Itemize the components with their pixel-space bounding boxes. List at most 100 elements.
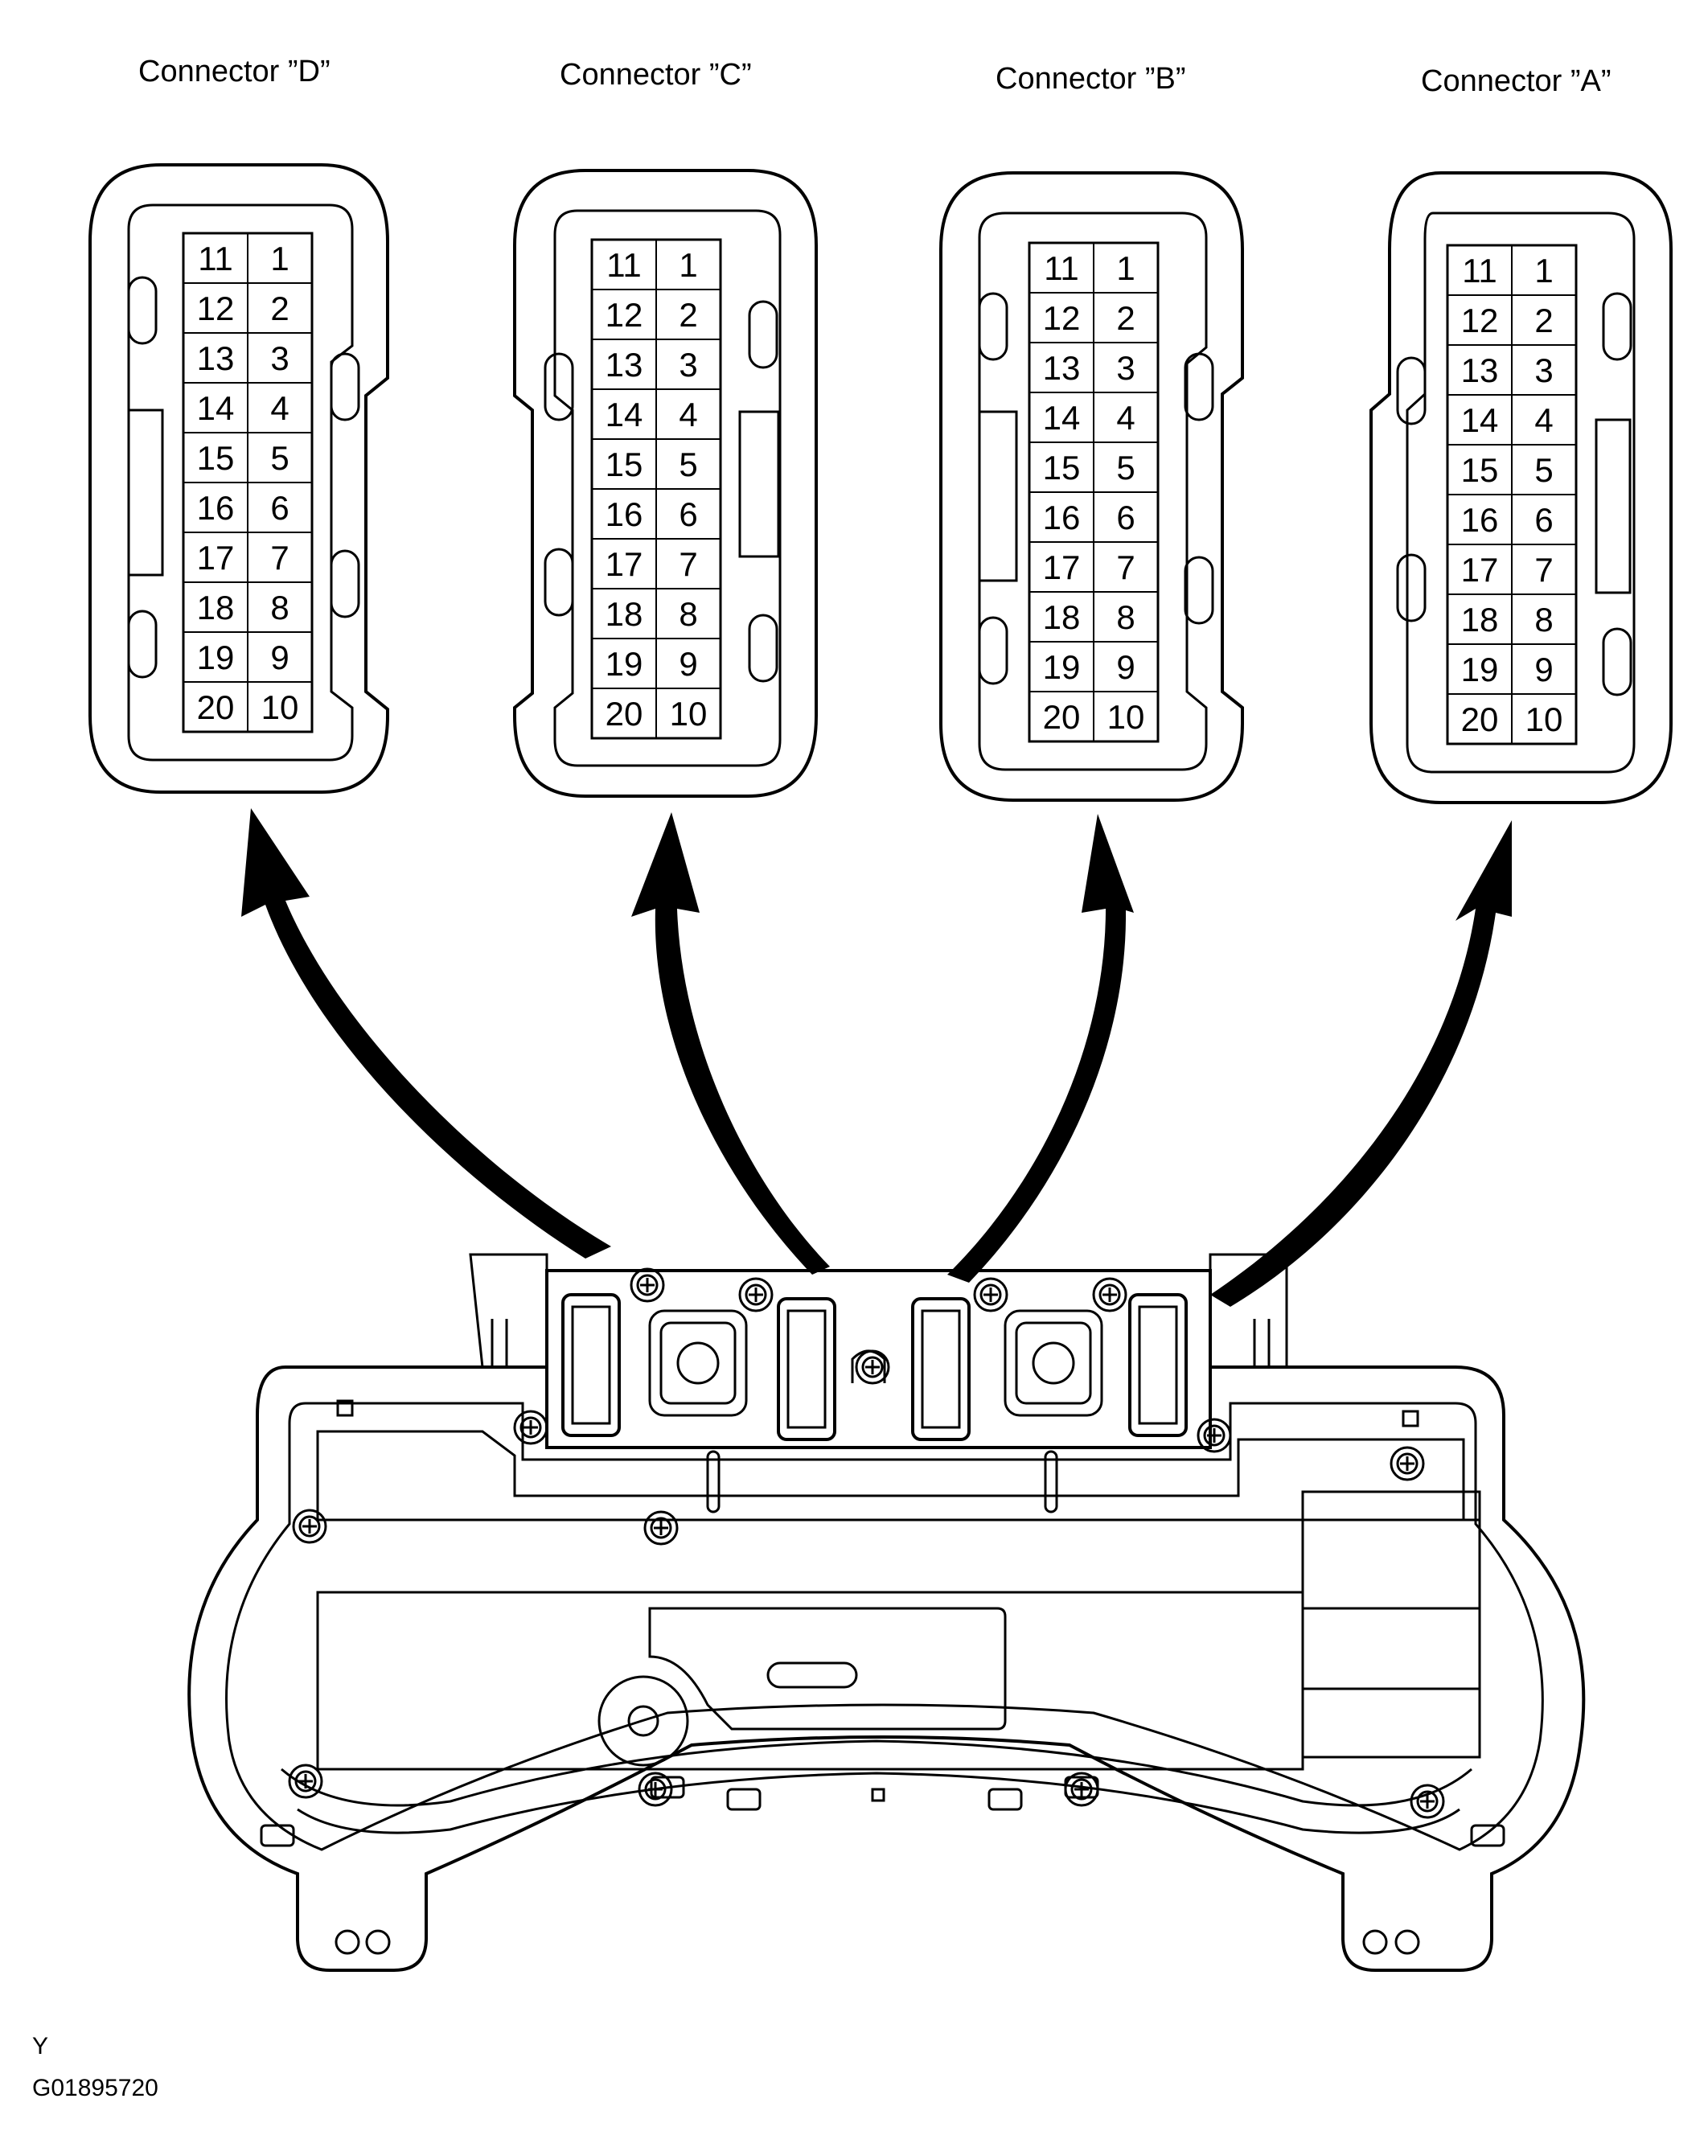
pin-number: 8 <box>270 589 289 626</box>
pin-number: 6 <box>679 495 697 533</box>
pin-number: 13 <box>197 339 235 377</box>
pin-number: 11 <box>606 246 642 284</box>
pin-number: 19 <box>606 645 643 683</box>
pin-number: 1 <box>1534 252 1553 290</box>
pin-number: 18 <box>1043 598 1081 636</box>
screw-icon <box>855 1349 890 1385</box>
connector-c-title: Connector ”C” <box>560 58 752 92</box>
screw-icon <box>513 1410 548 1445</box>
pin-number: 2 <box>1116 299 1135 337</box>
arrow-to-connector-b <box>947 814 1134 1283</box>
pin-number: 5 <box>270 439 289 477</box>
pin-number: 20 <box>606 695 643 733</box>
pin-number: 18 <box>1461 601 1499 639</box>
pin-number: 3 <box>1534 351 1553 389</box>
pin-number: 14 <box>1461 401 1499 439</box>
combination-meter-body <box>187 1253 1586 1972</box>
screw-icon <box>643 1510 679 1546</box>
pin-number: 11 <box>1044 249 1079 287</box>
pin-number: 9 <box>1534 651 1553 688</box>
pin-number: 15 <box>1461 451 1499 489</box>
screw-icon <box>1092 1277 1127 1312</box>
pin-number: 14 <box>606 396 643 433</box>
screw-icon <box>1197 1418 1232 1453</box>
screw-icon <box>630 1267 665 1303</box>
pin-number: 12 <box>1043 299 1081 337</box>
pin-number: 15 <box>197 439 235 477</box>
pin-number: 19 <box>1043 648 1081 686</box>
pin-number: 10 <box>261 688 299 726</box>
pin-number: 10 <box>1107 698 1145 736</box>
pin-number: 20 <box>1461 700 1499 738</box>
pin-number: 12 <box>197 290 235 327</box>
pin-number: 12 <box>1461 302 1499 339</box>
arrow-to-connector-c <box>631 812 830 1275</box>
pin-number: 9 <box>270 639 289 676</box>
pin-number: 1 <box>679 246 697 284</box>
pin-number: 5 <box>1534 451 1553 489</box>
pin-number: 19 <box>197 639 235 676</box>
view-code: Y <box>32 2033 49 2059</box>
pin-number: 15 <box>606 446 643 483</box>
pin-number: 1 <box>270 240 289 277</box>
pin-number: 6 <box>1534 501 1553 539</box>
screws <box>288 1267 1445 1819</box>
pin-number: 8 <box>1534 601 1553 639</box>
arrow-to-connector-a <box>1210 820 1512 1307</box>
pin-number: 14 <box>1043 399 1081 437</box>
pin-number: 20 <box>197 688 235 726</box>
pin-number: 6 <box>270 489 289 527</box>
screw-icon <box>1064 1772 1099 1807</box>
arrow-to-connector-d <box>241 808 611 1259</box>
pin-number: 13 <box>1461 351 1499 389</box>
pin-number: 14 <box>197 389 235 427</box>
pin-number: 2 <box>1534 302 1553 339</box>
pin-number: 1 <box>1116 249 1135 287</box>
pin-number: 4 <box>679 396 697 433</box>
pin-number: 4 <box>270 389 289 427</box>
screw-icon <box>1410 1784 1445 1819</box>
pin-number: 3 <box>270 339 289 377</box>
pin-number: 12 <box>606 296 643 334</box>
pin-number: 16 <box>197 489 235 527</box>
pin-number: 5 <box>1116 449 1135 487</box>
pin-number: 3 <box>1116 349 1135 387</box>
pin-number: 2 <box>270 290 289 327</box>
pin-number: 8 <box>679 595 697 633</box>
pin-number: 18 <box>606 595 643 633</box>
pin-number: 13 <box>606 346 643 384</box>
pin-number: 11 <box>198 240 233 277</box>
connector-c-face <box>513 169 818 798</box>
pin-number: 20 <box>1043 698 1081 736</box>
pin-number: 16 <box>1461 501 1499 539</box>
connector-a-title: Connector ”A” <box>1421 64 1612 98</box>
screw-icon <box>738 1277 774 1312</box>
pin-number: 17 <box>197 539 235 577</box>
pin-number: 7 <box>270 539 289 577</box>
pin-number: 4 <box>1116 399 1135 437</box>
pin-number: 5 <box>679 446 697 483</box>
pin-number: 17 <box>1043 548 1081 586</box>
pin-number: 6 <box>1116 499 1135 536</box>
connector-d-face <box>88 163 389 794</box>
connector-b-title: Connector ”B” <box>996 62 1186 96</box>
pin-number: 17 <box>606 545 643 583</box>
pin-number: 18 <box>197 589 235 626</box>
connector-a-face <box>1369 171 1673 804</box>
pin-number: 11 <box>1462 252 1497 290</box>
connector-d-title: Connector ”D” <box>138 55 331 88</box>
pin-number: 17 <box>1461 551 1499 589</box>
pin-number: 7 <box>1116 548 1135 586</box>
pin-number: 19 <box>1461 651 1499 688</box>
figure-code: G01895720 <box>32 2075 158 2101</box>
pin-number: 2 <box>679 296 697 334</box>
pin-number: 4 <box>1534 401 1553 439</box>
pin-number: 3 <box>679 346 697 384</box>
screw-icon <box>1390 1446 1425 1481</box>
pin-number: 7 <box>1534 551 1553 589</box>
